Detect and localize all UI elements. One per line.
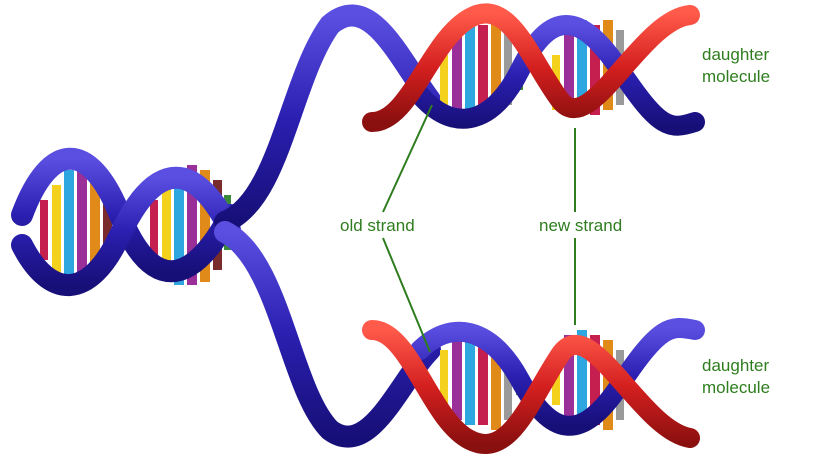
bottom-label-line2: molecule [702, 378, 771, 397]
bottom-daughter-helix [362, 318, 705, 454]
bottom-old-strand [410, 318, 705, 436]
old-strand-pointer-top [382, 104, 433, 213]
bottom-label-line1: daughter [702, 356, 770, 375]
old-strand-to-top [214, 4, 441, 233]
top-old-strand [410, 15, 705, 136]
top-label-line1: daughter [702, 45, 770, 64]
parent-dna-helix [11, 148, 241, 296]
pointer-lines [382, 104, 576, 353]
bottom-new-strand [362, 320, 700, 454]
bottom-daughter-molecule-label: daughter molecule [702, 355, 770, 399]
old-strand-pointer-bottom [382, 237, 431, 353]
old-strand-to-bottom [214, 221, 441, 448]
parent-strand-b [11, 166, 241, 296]
old-strand-label: old strand [338, 215, 417, 237]
top-label-line2: molecule [702, 67, 771, 86]
top-daughter-molecule-label: daughter molecule [702, 44, 770, 88]
top-daughter-helix [362, 3, 705, 136]
new-strand-label: new strand [537, 215, 625, 237]
top-new-strand [362, 3, 700, 132]
